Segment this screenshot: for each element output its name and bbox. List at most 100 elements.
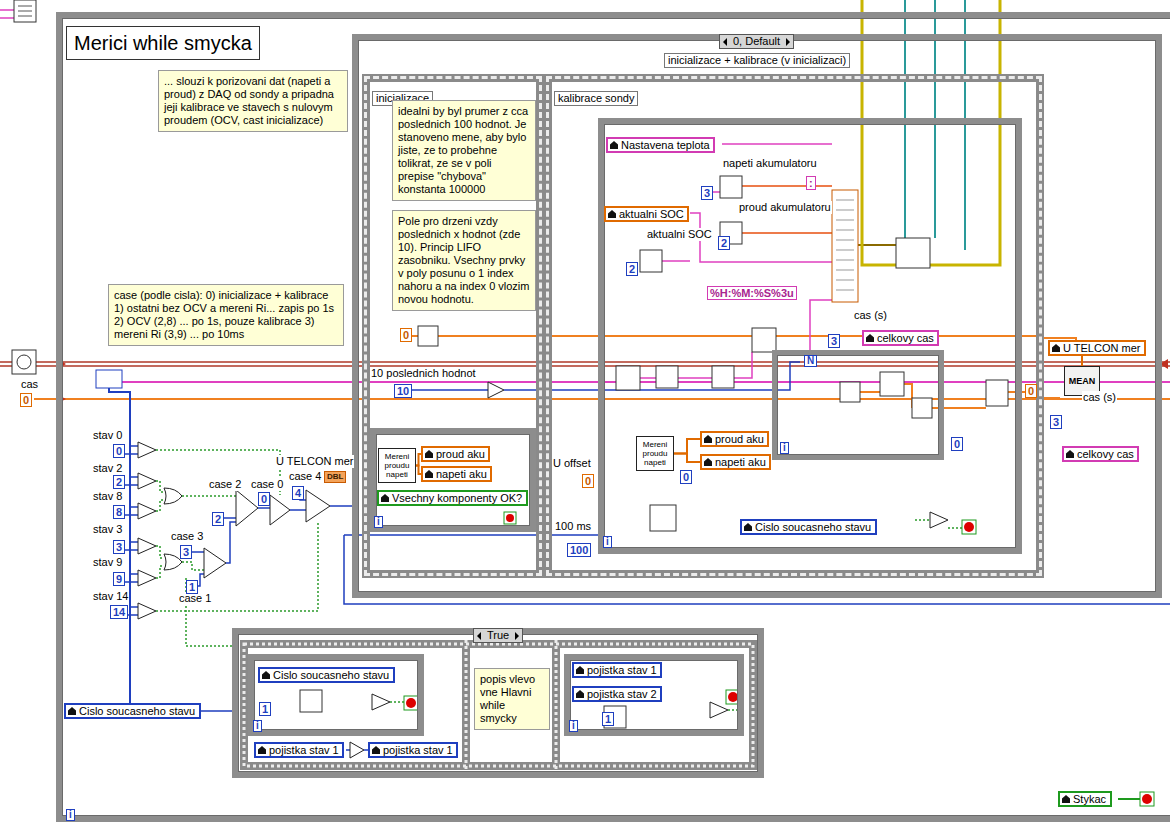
get-time-icon bbox=[616, 366, 640, 390]
wire-label: U TELCON mer bbox=[275, 455, 354, 468]
wait-ms-icon bbox=[650, 505, 676, 531]
wire-label: stav 0 bbox=[92, 429, 123, 442]
stop-terminal bbox=[728, 692, 738, 702]
select-function bbox=[236, 490, 258, 526]
comment-note: ... slouzi k porizovani dat (napeti a pr… bbox=[158, 70, 348, 132]
iteration-terminal: i bbox=[569, 720, 578, 732]
timer-icon bbox=[17, 355, 31, 369]
numeric-constant: 2 bbox=[113, 475, 125, 489]
local-variable-icon bbox=[704, 458, 712, 466]
sequence-frame-border bbox=[244, 644, 753, 766]
iteration-terminal: i bbox=[603, 536, 612, 548]
local-variable-icon bbox=[744, 523, 752, 531]
node-text: celkovy cas bbox=[877, 332, 934, 344]
wire-label: stav 14 bbox=[92, 590, 129, 603]
numeric-constant: 9 bbox=[113, 572, 125, 586]
local-variable: U TELCON mer bbox=[1048, 340, 1146, 356]
wire-connector bbox=[1081, 356, 1083, 366]
comment-note: idealni by byl prumer z cca poslednich 1… bbox=[392, 100, 536, 201]
numeric-constant: 10 bbox=[394, 384, 412, 398]
case-structure: TrueiCislo soucasneho stavupojistka stav… bbox=[232, 628, 764, 778]
node-text: Stykac bbox=[1073, 793, 1106, 805]
wire bbox=[186, 578, 232, 646]
frame-label: inicializace + kalibrace (v inicializaci… bbox=[664, 53, 850, 68]
local-variable: celkovy cas bbox=[1062, 446, 1139, 462]
local-variable-icon bbox=[1062, 795, 1070, 803]
node-text: proud aku bbox=[715, 433, 764, 445]
local-variable-icon bbox=[372, 746, 380, 754]
node-text: napeti aku bbox=[436, 468, 487, 480]
comment-note: Pole pro drzeni vzdy poslednich x hodnot… bbox=[392, 210, 536, 311]
subvi-icon: Mereni proudu napeti bbox=[378, 448, 416, 483]
wire bbox=[200, 535, 1170, 711]
node-text: napeti aku bbox=[715, 456, 766, 468]
wire-label: cas bbox=[20, 378, 39, 391]
equal-function bbox=[138, 570, 156, 586]
node-text: Cislo soucasneho stavu bbox=[79, 705, 195, 717]
while-loop: iMereni proudu napetiproud akunapeti aku… bbox=[370, 428, 536, 532]
numeric-constant: 0 bbox=[951, 437, 963, 451]
stop-terminal bbox=[962, 520, 976, 534]
wire bbox=[862, 0, 1000, 265]
and-function bbox=[710, 702, 728, 718]
select-function bbox=[306, 490, 330, 522]
equal-function bbox=[138, 538, 156, 554]
wire-label: case 4 bbox=[288, 470, 322, 483]
local-variable: Nastavena teplota bbox=[606, 137, 715, 153]
node-text: pojistka stav 1 bbox=[269, 744, 339, 756]
sequence-frame-border bbox=[244, 644, 753, 766]
local-variable: proud aku bbox=[700, 431, 769, 447]
wire bbox=[858, 244, 896, 246]
node-text: Nastavena teplota bbox=[621, 139, 710, 151]
wire-label: stav 9 bbox=[92, 556, 123, 569]
local-variable-icon bbox=[1066, 450, 1074, 458]
node-text: U TELCON mer bbox=[1063, 342, 1140, 354]
for-loop: Ni bbox=[772, 350, 944, 460]
numeric-constant: 1 bbox=[259, 702, 271, 716]
equal-function bbox=[138, 473, 156, 489]
case-structure: 0, Defaultinicializace + kalibrace (v in… bbox=[352, 34, 1162, 598]
local-variable-icon bbox=[866, 334, 874, 342]
wire-label: stav 2 bbox=[92, 462, 123, 475]
string-constant: : bbox=[806, 176, 816, 190]
numeric-constant: 8 bbox=[113, 505, 125, 519]
local-variable: pojistka stav 1 bbox=[572, 662, 662, 678]
wire-label: proud akumulatoru bbox=[738, 201, 832, 214]
build-array-icon bbox=[986, 380, 1008, 406]
wire-label: cas (s) bbox=[853, 309, 888, 322]
subvi-icon bbox=[14, 0, 36, 22]
stop-terminal bbox=[1142, 794, 1152, 804]
add-icon bbox=[752, 328, 776, 352]
wire bbox=[1118, 798, 1140, 800]
iteration-terminal: i bbox=[66, 809, 75, 821]
iteration-terminal: i bbox=[253, 720, 262, 732]
wait-ms-icon bbox=[300, 690, 322, 712]
numeric-constant: 0 bbox=[582, 474, 594, 488]
sequence-frame: kalibrace sondyiNastavena teplotaaktualn… bbox=[544, 74, 1044, 578]
not-equal-function bbox=[930, 512, 948, 528]
wire bbox=[0, 362, 1170, 366]
wire-label: cas (s) bbox=[1082, 391, 1117, 404]
subvi-icon bbox=[18, 6, 32, 16]
local-variable: napeti aku bbox=[421, 466, 492, 482]
wire-label: case 3 bbox=[170, 530, 204, 543]
local-variable: Cislo soucasneho stavu bbox=[740, 519, 877, 535]
case-selector: True bbox=[473, 628, 523, 643]
numeric-constant: 0 bbox=[400, 328, 412, 342]
local-variable-icon bbox=[704, 435, 712, 443]
node-text: celkovy cas bbox=[1077, 448, 1134, 460]
node-text: MEAN bbox=[1069, 376, 1096, 386]
numeric-constant: 1 bbox=[602, 712, 614, 726]
stop-terminal bbox=[506, 514, 514, 522]
wire-connector bbox=[674, 439, 700, 454]
wire bbox=[130, 446, 138, 607]
local-variable: aktualni SOC bbox=[604, 206, 689, 222]
local-variable-icon bbox=[610, 141, 618, 149]
shift-register bbox=[1160, 359, 1168, 369]
node-text: aktualni SOC bbox=[619, 208, 684, 220]
node-text: case (podle cisla): 0) inicializace + ka… bbox=[114, 289, 334, 340]
comment-note: popis vlevo vne Hlavni while smycky bbox=[474, 668, 550, 730]
while-loop: ipojistka stav 1pojistka stav 2 bbox=[564, 654, 744, 736]
wire bbox=[410, 335, 1044, 337]
